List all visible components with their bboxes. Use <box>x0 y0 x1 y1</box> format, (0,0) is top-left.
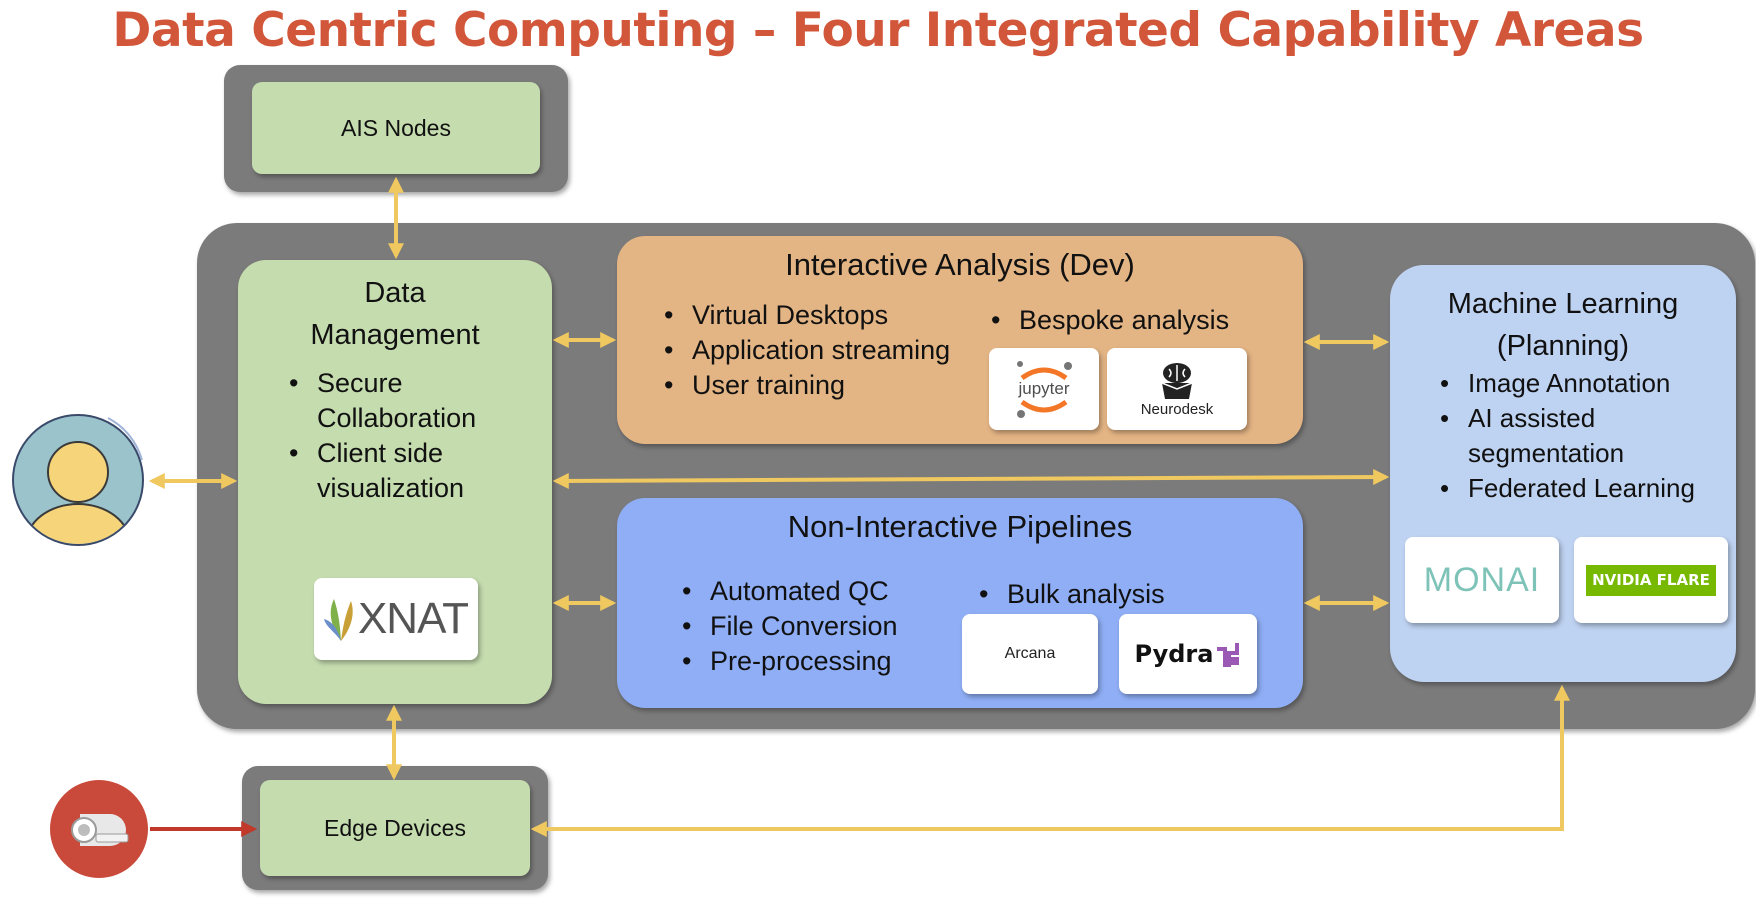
xnat-leaf-icon <box>323 599 353 641</box>
monai-logo: MONAI <box>1405 537 1559 623</box>
neurodesk-logo: Neurodesk <box>1107 348 1247 430</box>
machine-learning-bullets: Image Annotation AI assisted segmentatio… <box>1440 366 1756 506</box>
xnat-logo-text: XNAT <box>357 594 469 643</box>
monai-logo-text: MONAI <box>1423 560 1541 599</box>
pipelines-bullets-left: Automated QC File Conversion Pre-process… <box>682 574 990 679</box>
ais-nodes-box: AIS Nodes <box>252 82 540 174</box>
jupyter-logo: jupyter <box>989 348 1099 430</box>
list-item: Virtual Desktops <box>664 298 1012 333</box>
interactive-analysis-panel: Interactive Analysis (Dev) Virtual Deskt… <box>617 236 1303 444</box>
jupyter-icon <box>1017 361 1072 418</box>
pipelines-bullets-right: Bulk analysis <box>979 577 1307 612</box>
arcana-logo: Arcana <box>962 614 1098 694</box>
list-item: Secure Collaboration <box>289 366 567 436</box>
scanner-icon <box>50 780 148 878</box>
interactive-analysis-title: Interactive Analysis (Dev) <box>785 247 1135 282</box>
list-item: Image Annotation <box>1440 366 1756 401</box>
pydra-icon <box>1217 643 1240 667</box>
user-icon <box>8 410 148 550</box>
page-title: Data Centric Computing – Four Integrated… <box>112 3 1644 58</box>
edge-devices-box: Edge Devices <box>260 780 530 876</box>
pipelines-title: Non-Interactive Pipelines <box>787 509 1133 544</box>
arrow-edge-ml <box>530 684 1570 837</box>
machine-learning-panel: Machine Learning (Planning) Image Annota… <box>1390 265 1736 682</box>
jupyter-logo-text: jupyter <box>1018 379 1070 398</box>
list-item: Application streaming <box>664 333 1012 368</box>
list-item: Bespoke analysis <box>991 303 1319 338</box>
list-item: AI assisted segmentation <box>1440 401 1756 471</box>
pydra-logo: Pydra <box>1119 614 1257 694</box>
arrow-dm-ml <box>552 469 1390 489</box>
list-item: Federated Learning <box>1440 471 1756 506</box>
interactive-bullets-left: Virtual Desktops Application streaming U… <box>664 298 1012 403</box>
neurodesk-icon <box>1161 362 1193 399</box>
edge-devices-label: Edge Devices <box>324 814 466 841</box>
arcana-logo-text: Arcana <box>1004 645 1056 662</box>
list-item: Client side visualization <box>289 436 567 506</box>
list-item: Pre-processing <box>682 644 990 679</box>
list-item: File Conversion <box>682 609 990 644</box>
data-management-title-line1: Data <box>364 277 426 309</box>
pydra-logo-text: Pydra <box>1134 640 1214 668</box>
pipelines-panel: Non-Interactive Pipelines Automated QC F… <box>617 498 1303 708</box>
list-item: Bulk analysis <box>979 577 1307 612</box>
machine-learning-title-line2: (Planning) <box>1496 330 1630 362</box>
xnat-logo: XNAT <box>314 578 478 660</box>
nvidia-flare-logo: NVIDIA FLARE <box>1574 537 1728 623</box>
machine-learning-title-line1: Machine Learning <box>1447 288 1679 320</box>
data-management-bullets: Secure Collaboration Client side visuali… <box>289 366 567 506</box>
interactive-bullets-right: Bespoke analysis <box>991 303 1319 338</box>
list-item: Automated QC <box>682 574 990 609</box>
data-management-panel: Data Management Secure Collaboration Cli… <box>238 260 552 704</box>
ais-nodes-label: AIS Nodes <box>341 114 451 141</box>
nvidia-flare-logo-text: NVIDIA FLARE <box>1592 570 1710 589</box>
data-management-title-line2: Management <box>310 319 480 351</box>
list-item: User training <box>664 368 1012 403</box>
neurodesk-logo-text: Neurodesk <box>1140 400 1214 418</box>
